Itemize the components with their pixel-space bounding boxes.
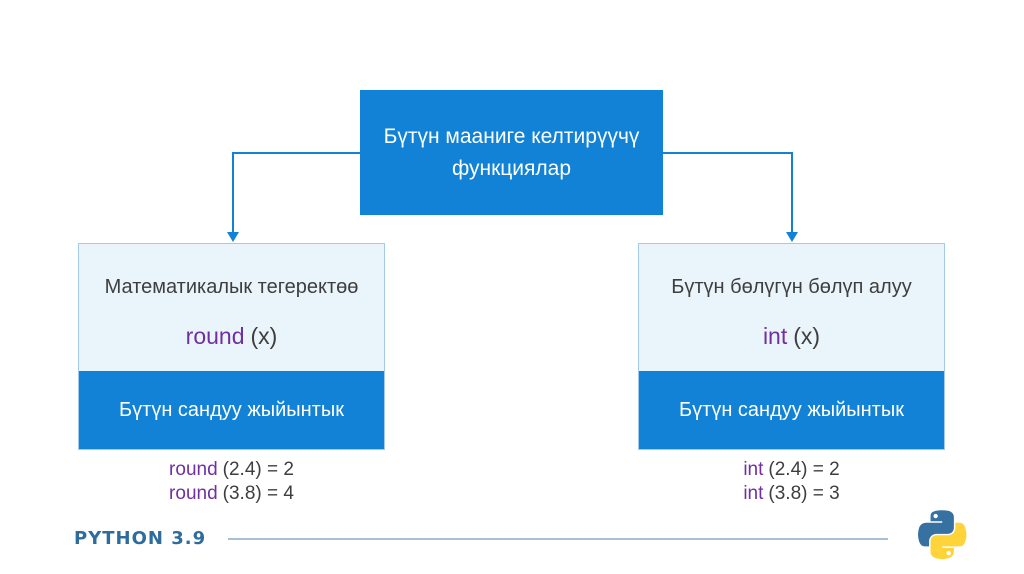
round-box-description: Математикалык тегеректөө round(x) [79,244,384,371]
example-line: int(3.8) = 3 [638,482,945,506]
int-box-title: Бүтүн бөлүгүн бөлүп алуу [671,275,912,298]
int-function-box: Бүтүн бөлүгүн бөлүп алуу int(x) Бүтүн са… [638,243,945,450]
connector-line-right-horizontal [662,152,792,154]
example-line: int(2.4) = 2 [638,458,945,482]
example-keyword: round [169,483,218,504]
example-keyword: int [743,459,764,480]
example-line: round(3.8) = 4 [78,482,385,506]
footer-divider [228,538,888,540]
round-function-signature: round(x) [186,323,278,350]
connector-line-left-horizontal [232,152,361,154]
function-args: (x) [793,323,821,349]
int-result-banner: Бүтүн сандуу жыйынтык [639,371,944,449]
function-keyword: round [185,323,245,349]
example-keyword: round [169,459,218,480]
down-arrow-icon [786,232,798,242]
connector-line-left-vertical [232,152,234,233]
round-result-label: Бүтүн сандуу жыйынтык [119,398,344,421]
round-result-banner: Бүтүн сандуу жыйынтык [79,371,384,449]
connector-line-right-vertical [791,152,793,233]
example-expression: (2.4) = 2 [768,459,840,480]
round-box-title: Математикалык тегеректөө [104,275,359,298]
int-box-description: Бүтүн бөлүгүн бөлүп алуу int(x) [639,244,944,371]
python-logo-icon [918,510,967,560]
root-node-label: Бүтүн мааниге келтирүүчү функциялар [383,125,640,180]
round-examples: round(2.4) = 2 round(3.8) = 4 [78,458,385,506]
example-line: round(2.4) = 2 [78,458,385,482]
int-result-label: Бүтүн сандуу жыйынтык [679,398,904,421]
function-args: (x) [250,323,278,349]
example-expression: (3.8) = 4 [222,483,294,504]
root-node-box: Бүтүн мааниге келтирүүчү функциялар [360,90,663,215]
round-function-box: Математикалык тегеректөө round(x) Бүтүн … [78,243,385,450]
int-examples: int(2.4) = 2 int(3.8) = 3 [638,458,945,506]
example-expression: (2.4) = 2 [222,459,294,480]
python-version-wordmark: PYTHON 3.9 [74,528,207,549]
down-arrow-icon [227,232,239,242]
example-keyword: int [743,483,764,504]
int-function-signature: int(x) [763,323,820,350]
example-expression: (3.8) = 3 [768,483,840,504]
function-keyword: int [762,323,788,349]
